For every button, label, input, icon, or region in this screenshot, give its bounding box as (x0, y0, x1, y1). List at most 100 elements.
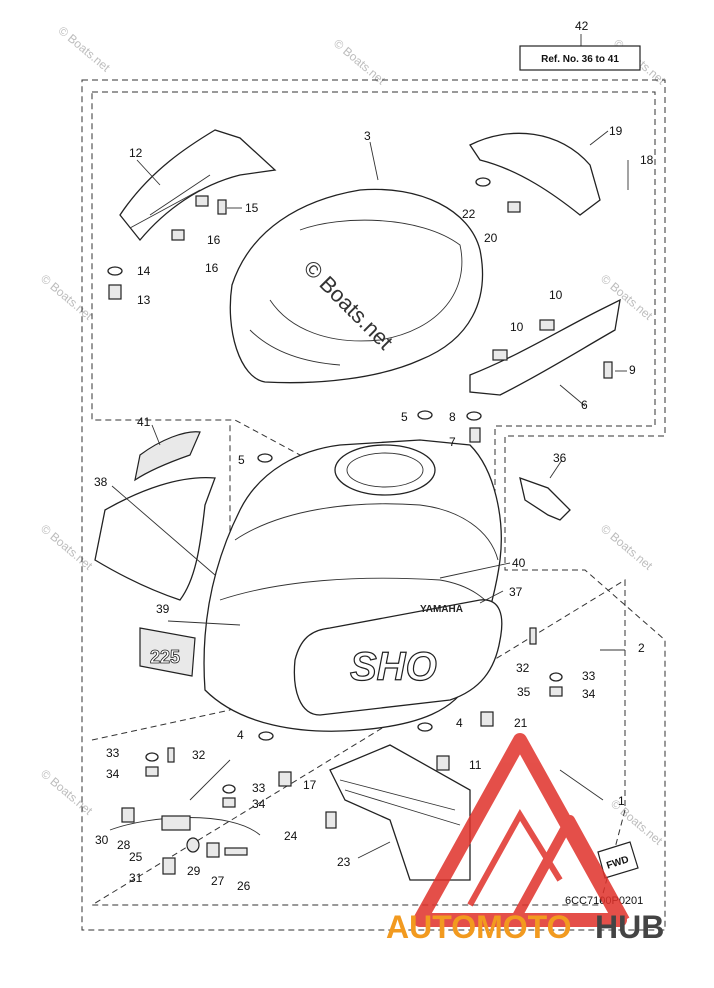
nut-34b (222, 797, 236, 808)
callout-5b: 5 (238, 453, 245, 467)
assembly-outline-lower (90, 422, 626, 906)
washer-14 (107, 266, 123, 276)
assembly-outline-outer (81, 79, 666, 931)
callout-11: 11 (469, 758, 482, 772)
callout-17: 17 (303, 778, 317, 792)
callout-30: 30 (95, 833, 109, 847)
callout-15: 15 (245, 201, 259, 215)
callout-23: 23 (337, 855, 351, 869)
callout-31: 31 (129, 871, 143, 885)
bushing-27 (206, 842, 220, 858)
callout-35: 35 (517, 685, 531, 699)
callout-26: 26 (237, 879, 251, 893)
washer-33a (145, 752, 159, 762)
emblem-sho: SHO (350, 645, 437, 689)
nut-10b (492, 349, 508, 361)
callout-16a: 16 (207, 233, 221, 247)
nut-20 (507, 201, 521, 213)
pin-32a (167, 747, 175, 763)
part-hinge-plate-left (119, 129, 277, 242)
callout-28: 28 (117, 838, 131, 852)
washer-33b (222, 784, 236, 794)
bolt-17 (278, 771, 292, 787)
watermark-tl: © Boats.net (56, 23, 114, 75)
decal-41 (134, 431, 201, 482)
callout-27: 27 (211, 874, 225, 888)
leader-lines (109, 130, 629, 859)
callout-22: 22 (462, 207, 476, 221)
emblem-225: 225 (150, 647, 180, 667)
nut-34a (145, 766, 159, 777)
screw-9 (603, 361, 613, 379)
part-side-rail (469, 298, 621, 396)
decal-38 (94, 476, 216, 601)
pin-32b (529, 627, 537, 645)
callout-33a: 33 (582, 669, 596, 683)
callout-13: 13 (137, 293, 151, 307)
washer-4a (258, 731, 274, 741)
brand-wordmark: AUTOMOTO HUB (386, 909, 664, 945)
washer-8 (466, 411, 482, 421)
callout-40: 40 (512, 556, 526, 570)
brand-hub: HUB (595, 909, 664, 945)
bolt-21 (480, 711, 494, 727)
callout-33c: 33 (252, 781, 266, 795)
callout-32b: 32 (192, 748, 206, 762)
part-hinge-plate-right (469, 132, 601, 216)
nut-16a (195, 195, 209, 207)
washer-5a (417, 410, 433, 420)
callout-37: 37 (509, 585, 523, 599)
callout-4b: 4 (237, 728, 244, 742)
callout-34b: 34 (106, 767, 120, 781)
part-top-cover (229, 188, 484, 384)
watermark-layer: © Boats.net (56, 23, 114, 75)
decal-225 (139, 627, 196, 677)
callout-24: 24 (284, 829, 298, 843)
brand-logo-mark (413, 733, 630, 927)
callout-4a: 4 (456, 716, 463, 730)
callout-2: 2 (638, 641, 645, 655)
watermark-ml: © Boats.net (38, 272, 96, 324)
latch-25 (161, 815, 191, 831)
callout-21: 21 (514, 716, 528, 730)
bolt-26 (224, 847, 248, 856)
callout-29: 29 (187, 864, 201, 878)
bolt-11 (436, 755, 450, 771)
callout-20: 20 (484, 231, 498, 245)
callout-34c: 34 (252, 797, 266, 811)
bolt-13 (108, 284, 122, 300)
nut-30 (121, 807, 135, 823)
washer-5b (257, 453, 273, 463)
callout-34a: 34 (582, 687, 596, 701)
decal-sho-panel (293, 599, 503, 716)
washer-4b (417, 722, 433, 732)
callout-42: 42 (575, 19, 589, 33)
callout-labels: 42 3 12 19 18 15 16 16 14 13 22 20 10 10… (94, 19, 654, 893)
callout-10a: 10 (549, 288, 563, 302)
ref-box (519, 45, 641, 71)
brand-automoto: AUTOMOTO (386, 909, 571, 945)
nut-10a (539, 319, 555, 331)
nut-16b (171, 229, 185, 241)
callout-10b: 10 (510, 320, 524, 334)
callout-3: 3 (364, 129, 371, 143)
callout-33b: 33 (106, 746, 120, 760)
washer-22 (475, 177, 491, 187)
nut-34c (549, 686, 563, 697)
callout-39: 39 (156, 602, 170, 616)
decal-36 (519, 476, 571, 521)
callout-18: 18 (640, 153, 654, 167)
callout-5a: 5 (401, 410, 408, 424)
washer-33c (549, 672, 563, 682)
watermark-ll: © Boats.net (38, 522, 96, 574)
callout-14: 14 (137, 264, 151, 278)
ref-box-text: Ref. No. 36 to 41 (541, 54, 619, 65)
callout-19: 19 (609, 124, 623, 138)
emblem-yamaha: YAMAHA (420, 604, 463, 615)
watermark-lr: © Boats.net (598, 522, 656, 574)
watermark-tc: © Boats.net (331, 36, 389, 88)
part-air-intake (334, 444, 436, 496)
collar-29 (186, 837, 200, 853)
callout-12: 12 (129, 146, 143, 160)
